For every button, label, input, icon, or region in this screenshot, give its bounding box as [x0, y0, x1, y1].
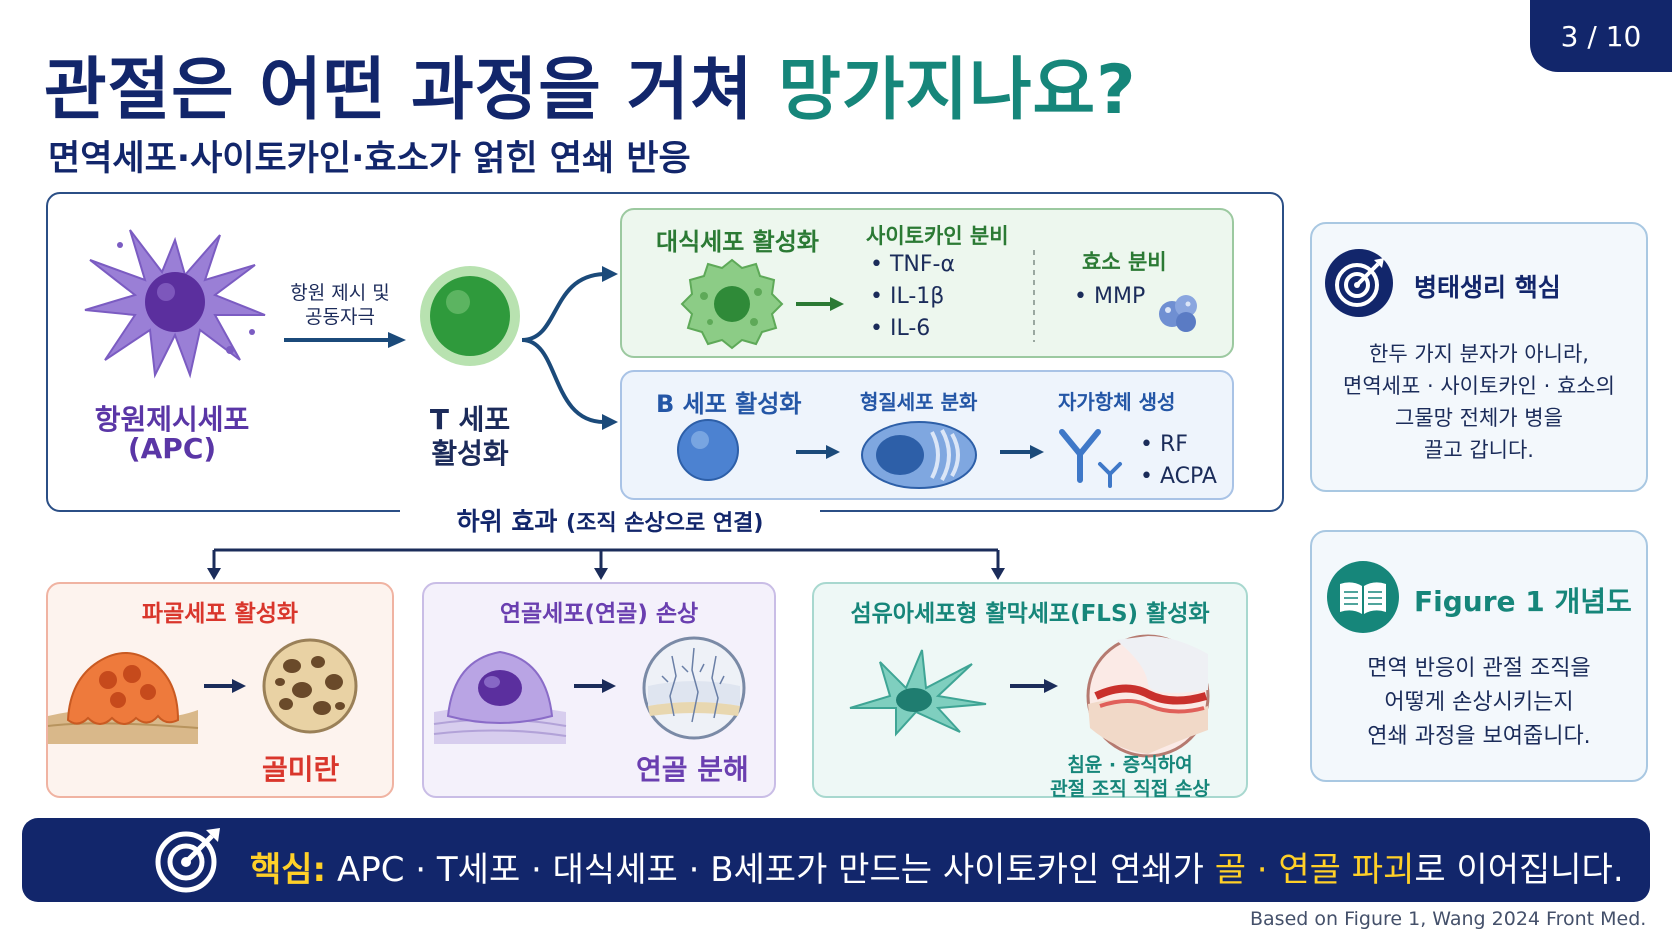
fls-result-1: 침윤 · 증식하여: [1067, 754, 1193, 776]
core-panel-line: 끌고 갑니다.: [1424, 438, 1534, 462]
key-label: 핵심:: [250, 850, 327, 890]
tcell-label-2: 활성화: [431, 437, 509, 470]
enzyme-secretion-title: 효소 분비: [1082, 250, 1167, 274]
target-icon: [155, 828, 220, 893]
mmp-enzyme-icon: [1159, 295, 1197, 332]
apc-label: 항원제시세포: [94, 403, 250, 436]
fls-cell-icon: [849, 649, 987, 737]
apc-cell-icon: [84, 229, 266, 379]
figure-panel-line: 연쇄 과정을 보여줍니다.: [1367, 724, 1591, 749]
fls-title: 섬유아세포형 활막세포(FLS) 활성화: [850, 601, 1210, 627]
title-part-1: 관절은 어떤 과정을 거쳐: [44, 51, 779, 130]
arrow-plasma-to-antibody: [1000, 445, 1044, 459]
arrow-bcell-to-plasma: [796, 445, 840, 459]
osteoclast-title: 파골세포 활성화: [141, 601, 299, 627]
key-highlight: 골 · 연골 파괴: [1214, 850, 1415, 890]
damaged-joint-icon: [1086, 634, 1210, 758]
title-part-2: 망가지나요?: [778, 51, 1137, 130]
antigen-presentation-label: 항원 제시 및: [290, 282, 390, 304]
fls-result-2: 관절 조직 직접 손상: [1050, 778, 1210, 800]
bone-erosion-label: 골미란: [262, 753, 340, 786]
cytokine-item: • IL-6: [870, 316, 931, 341]
target-icon: [1325, 249, 1393, 317]
core-panel-line: 그물망 전체가 병을: [1395, 406, 1563, 430]
key-message: 핵심: APC · T세포 · 대식세포 · B세포가 만드는 사이토카인 연쇄…: [250, 850, 1624, 890]
chondrocyte-icon: [433, 650, 567, 744]
cytokine-item: • IL-1β: [870, 284, 945, 309]
autoantibody-title: 자가항체 생성: [1058, 390, 1176, 414]
bone-erosion-icon: [262, 638, 358, 734]
tcell-icon: [420, 266, 520, 366]
apc-label-abbr: (APC): [127, 432, 217, 465]
bcell-icon: [677, 419, 739, 481]
page-subtitle: 면역세포·사이토카인·효소가 얽힌 연쇄 반응: [48, 139, 691, 179]
macrophage-icon: [680, 258, 784, 350]
arrow-fls-to-joint: [1010, 679, 1058, 693]
cartilage-degradation-label: 연골 분해: [636, 753, 749, 786]
enzyme-item: • MMP: [1074, 284, 1146, 309]
cytokine-secretion-title: 사이토카인 분비: [866, 224, 1009, 248]
figure-panel-title: Figure 1 개념도: [1414, 585, 1632, 618]
figure-panel-line: 면역 반응이 관절 조직을: [1367, 656, 1591, 681]
costimulation-label: 공동자극: [305, 306, 375, 328]
core-panel-line: 면역세포 · 사이토카인 · 효소의: [1343, 374, 1615, 398]
arrow-macrophage-to-cytokines: [796, 297, 844, 311]
panel-divider: [1033, 250, 1035, 342]
arrow-apc-to-tcell: [284, 332, 406, 348]
figure-panel-line: 어떻게 손상시키는지: [1384, 690, 1574, 715]
core-panel-line: 한두 가지 분자가 아니라,: [1369, 342, 1589, 366]
book-icon: [1327, 561, 1399, 633]
autoantibody-item: • ACPA: [1140, 464, 1217, 489]
autoantibody-item: • RF: [1140, 432, 1188, 457]
branch-arrows: [521, 266, 618, 430]
bcell-title: B 세포 활성화: [656, 390, 802, 418]
osteoclast-icon: [47, 652, 199, 744]
plasma-cell-icon: [861, 421, 977, 489]
page-title: 관절은 어떤 과정을 거쳐 망가지나요?: [44, 34, 1137, 133]
source-footnote: Based on Figure 1, Wang 2024 Front Med.: [1250, 908, 1647, 930]
antibody-icon: [1059, 429, 1122, 488]
cartilage-degradation-icon: [642, 636, 746, 740]
downstream-effects-label: 하위 효과 (조직 손상으로 연결): [400, 502, 820, 538]
macrophage-title: 대식세포 활성화: [656, 228, 819, 256]
tcell-label: T 세포: [429, 403, 511, 436]
downstream-connector: [207, 548, 1005, 580]
cytokine-item: • TNF-α: [870, 252, 955, 277]
key-message-bar: [22, 818, 1650, 902]
arrow-chondrocyte-to-degradation: [574, 679, 616, 693]
arrow-osteoclast-to-erosion: [204, 679, 246, 693]
core-panel-title: 병태생리 핵심: [1414, 273, 1561, 302]
plasma-cell-title: 형질세포 분화: [860, 390, 978, 414]
page-number-badge: 3 / 10: [1530, 0, 1672, 72]
chondrocyte-title: 연골세포(연골) 손상: [499, 601, 699, 627]
